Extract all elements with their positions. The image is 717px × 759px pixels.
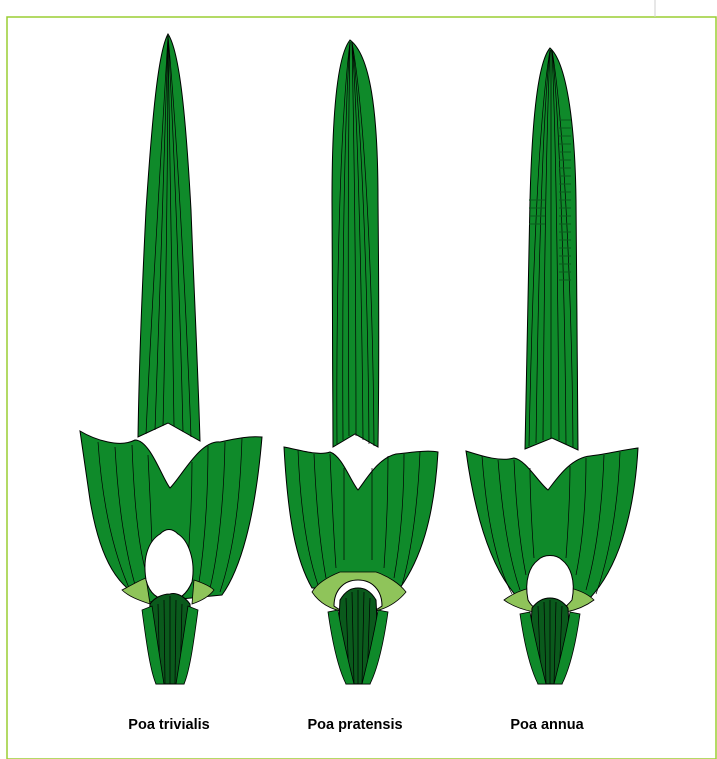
specimen-poa-annua <box>466 48 638 684</box>
specimen-poa-pratensis <box>284 40 438 684</box>
leaf-blade-annua <box>525 48 578 450</box>
species-label-poa-pratensis: Poa pratensis <box>275 717 435 733</box>
specimen-poa-trivialis <box>80 34 262 684</box>
species-label-poa-annua: Poa annua <box>467 717 627 733</box>
species-label-poa-trivialis: Poa trivialis <box>89 717 249 733</box>
